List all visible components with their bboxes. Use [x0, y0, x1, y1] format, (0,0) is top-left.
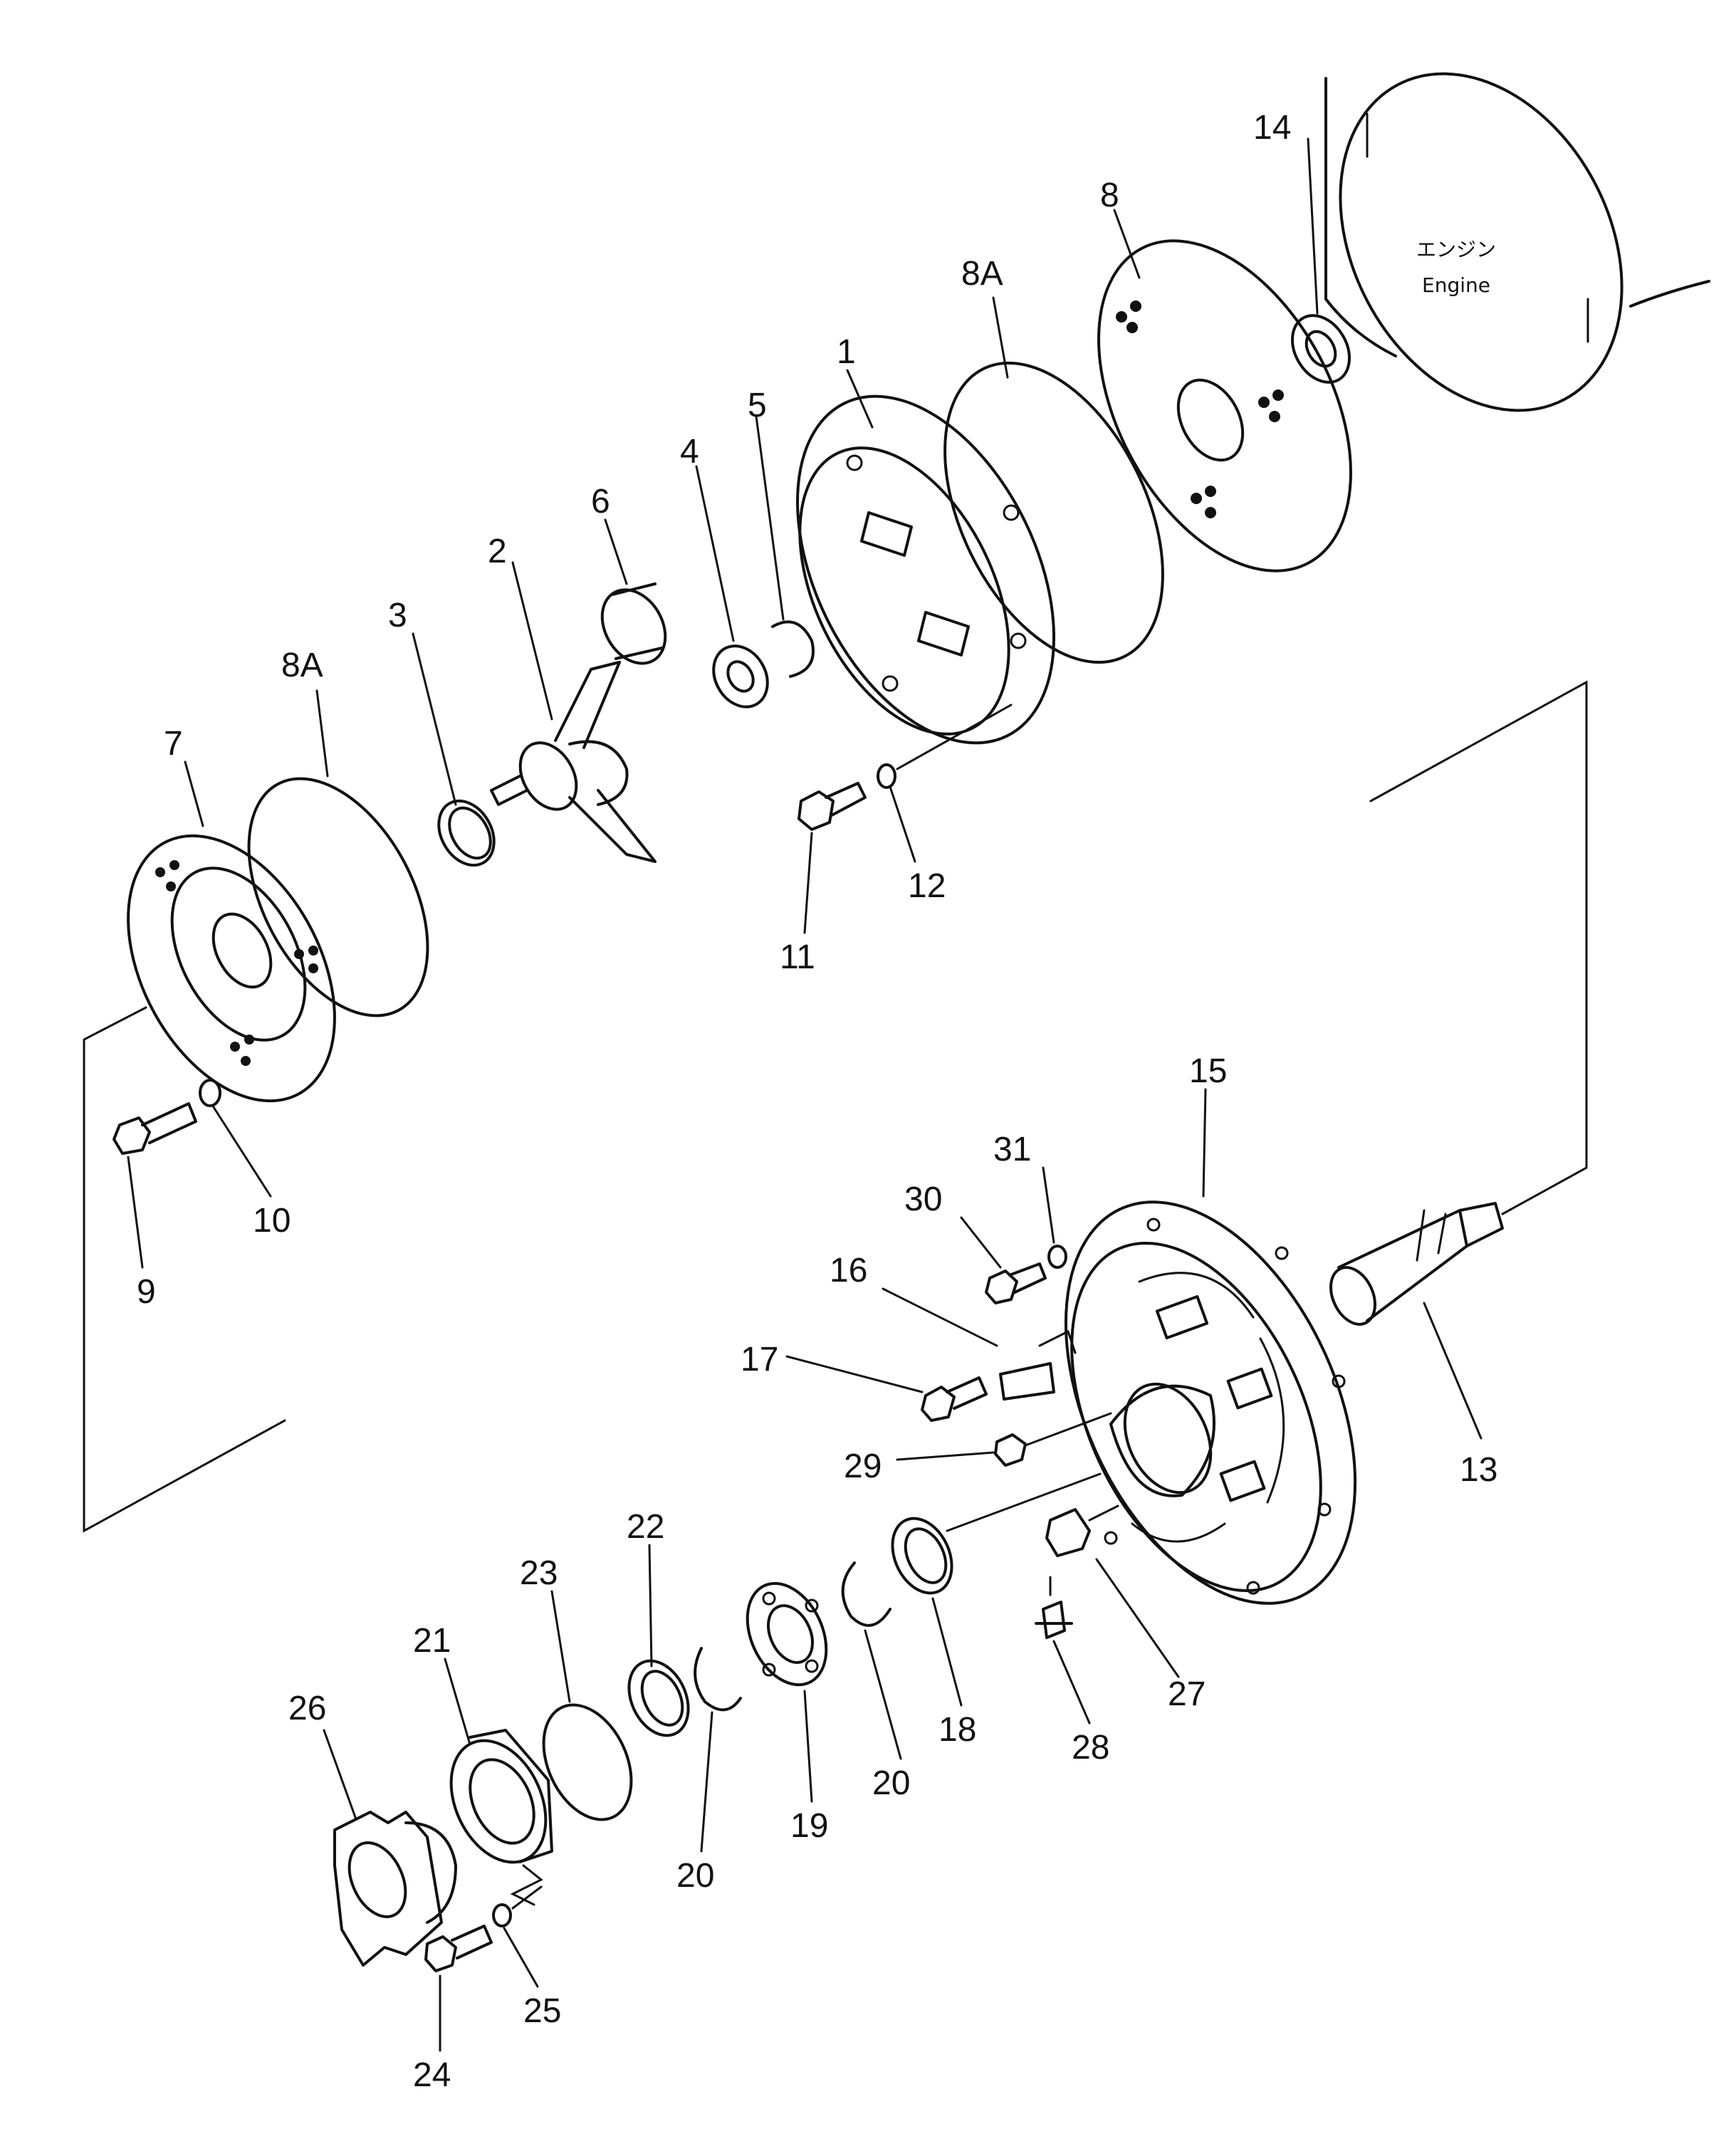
snap-ring-20-right [841, 1561, 902, 1760]
label-part-20b: 20 [676, 1857, 714, 1895]
label-part-8: 8 [1100, 177, 1119, 214]
plate-8 [1097, 209, 1352, 572]
label-part-31: 31 [993, 1131, 1031, 1168]
label-part-21: 21 [413, 1622, 451, 1660]
label-part-29: 29 [844, 1448, 882, 1485]
flange-26 [323, 1729, 457, 1967]
bolt-11 [798, 782, 867, 934]
plug-29 [896, 1412, 1112, 1467]
bushing-6 [600, 518, 667, 665]
label-part-10: 10 [253, 1202, 291, 1240]
engine-label-en: Engine [1422, 273, 1490, 297]
part-labels: 14 8 8A 1 5 4 6 2 3 8A 7 12 11 10 9 15 3… [137, 109, 1497, 2094]
label-part-9: 9 [137, 1273, 156, 1311]
bolt-30 [960, 1216, 1047, 1304]
washer-31 [1042, 1166, 1067, 1269]
label-part-13: 13 [1460, 1451, 1497, 1489]
seal-18 [891, 1472, 1102, 1707]
label-part-5: 5 [748, 387, 767, 424]
bolt-24 [424, 1925, 493, 2052]
plate-7 [127, 760, 336, 1103]
label-part-30: 30 [904, 1181, 942, 1218]
bolt-9 [113, 1102, 197, 1269]
label-part-16: 16 [830, 1252, 867, 1289]
plate-16 [882, 1287, 1077, 1401]
label-part-7: 7 [164, 725, 183, 763]
label-part-2: 2 [488, 533, 507, 570]
bearing-14 [1291, 137, 1351, 384]
cage-21 [444, 1658, 553, 1906]
washer-12 [877, 703, 1013, 863]
washer-10 [199, 1079, 272, 1198]
assembly-bracket-left [83, 1006, 286, 1533]
cover-15 [1064, 1088, 1357, 1605]
label-part-3: 3 [388, 597, 407, 634]
label-part-6: 6 [591, 483, 610, 520]
o-ring-23 [542, 1590, 633, 1821]
label-part-8a-top: 8A [961, 255, 1003, 293]
label-part-12: 12 [908, 867, 946, 905]
engine-housing: エンジン Engine [1324, 72, 1710, 412]
sensor-27 [1045, 1505, 1180, 1678]
label-part-23: 23 [520, 1554, 558, 1592]
label-part-17: 17 [741, 1341, 778, 1378]
label-part-20a: 20 [872, 1764, 910, 1802]
snap-ring-5 [755, 415, 815, 678]
label-part-14: 14 [1253, 109, 1291, 147]
label-part-27: 27 [1168, 1675, 1206, 1713]
label-part-1: 1 [837, 333, 856, 371]
label-part-8a-left: 8A [281, 647, 323, 684]
fitting-28 [1035, 1576, 1091, 1725]
o-ring-8a-left [247, 689, 429, 1017]
label-part-22: 22 [627, 1508, 664, 1546]
label-part-11: 11 [780, 938, 815, 976]
bushing-3 [412, 632, 496, 867]
snap-ring-20-left [694, 1647, 742, 1853]
label-part-4: 4 [680, 433, 699, 471]
label-part-19: 19 [790, 1807, 828, 1845]
label-part-15: 15 [1189, 1052, 1227, 1090]
bearing-4 [695, 465, 769, 708]
label-part-28: 28 [1072, 1729, 1109, 1767]
bolt-17 [785, 1355, 988, 1422]
stator-2 [490, 561, 657, 863]
engine-label-jp: エンジン [1416, 238, 1496, 261]
o-ring-8a-top [943, 296, 1164, 664]
bearing-19 [746, 1581, 828, 1803]
shaft-13 [1329, 680, 1588, 1440]
label-part-18: 18 [938, 1711, 976, 1749]
washer-25 [492, 1885, 543, 1988]
housing-1 [796, 369, 1055, 745]
label-part-24: 24 [413, 2056, 451, 2094]
label-part-26: 26 [288, 1690, 326, 1727]
label-part-25: 25 [523, 1992, 561, 2030]
seal-22 [627, 1544, 690, 1737]
